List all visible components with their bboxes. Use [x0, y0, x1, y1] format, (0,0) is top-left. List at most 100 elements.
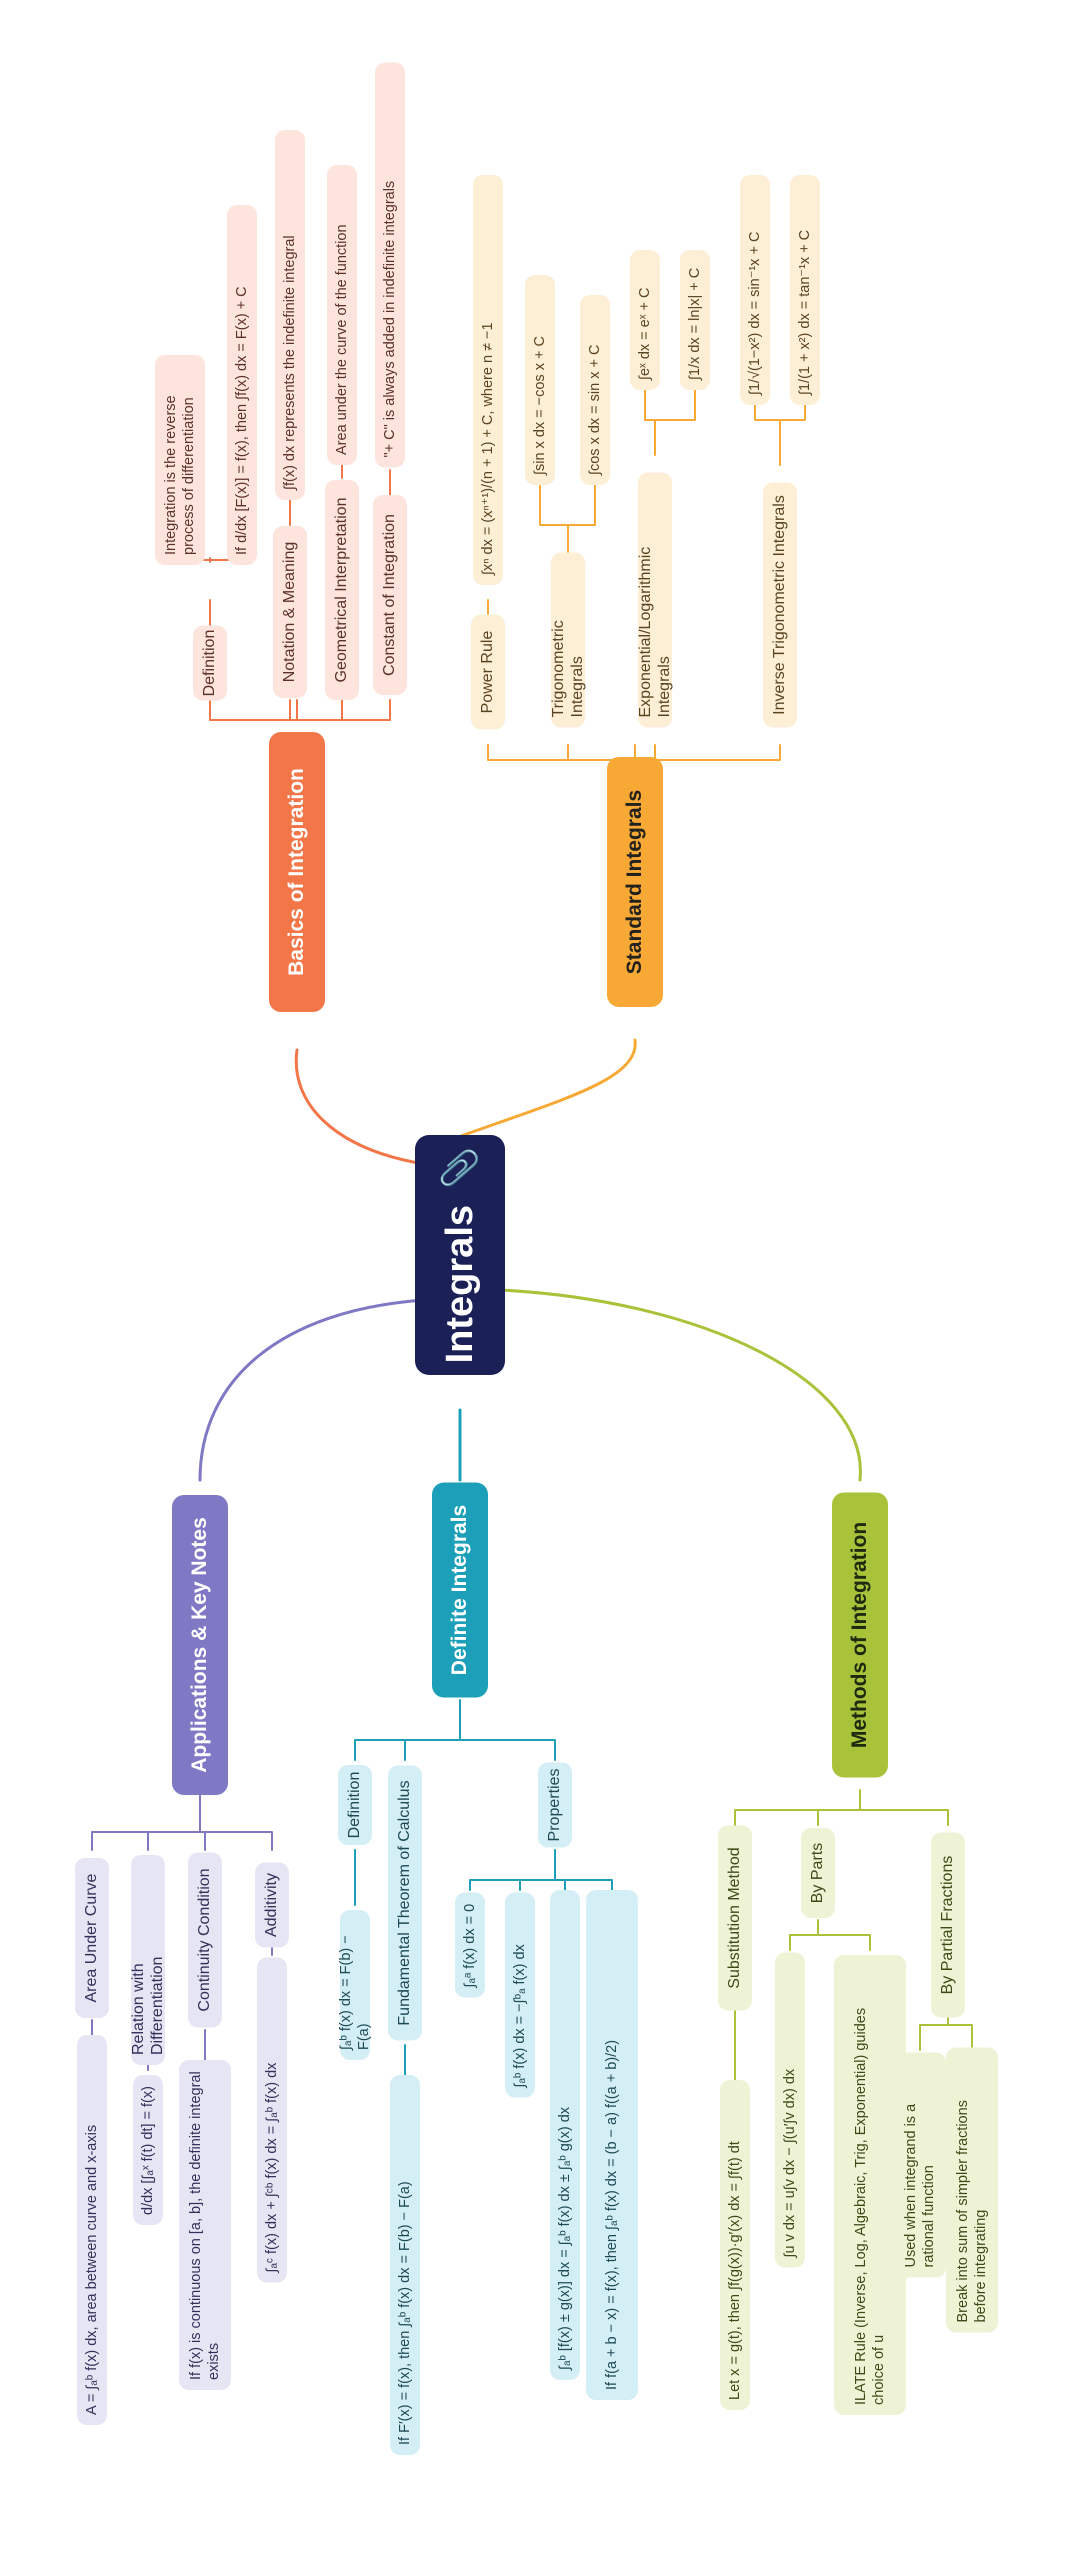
subtopic-label: Definition: [201, 629, 219, 697]
connector-central-standard: [448, 1038, 637, 1142]
central-topic[interactable]: Integrals 📎: [415, 1135, 505, 1375]
note-text: If f(a + b − x) = f(x), then ∫ₐᵇ f(x) dx…: [603, 2039, 620, 2390]
subtopic-label: Exponential/Logarithmic Integrals: [636, 546, 673, 718]
note-text: ∫cos x dx = sin x + C: [586, 344, 603, 476]
note-methods-partial-rational[interactable]: Used when integrand is a rational functi…: [894, 2052, 946, 2278]
note-text: ∫ₐᵃ f(x) dx = 0: [461, 1903, 478, 1988]
note-text: A = ∫ₐᵇ f(x) dx, area between curve and …: [83, 2124, 100, 2415]
note-text: If F′(x) = f(x), then ∫ₐᵇ f(x) dx = F(b)…: [396, 2181, 413, 2445]
note-apps-relation[interactable]: d/dx [∫ₐˣ f(t) dt] = f(x): [133, 2075, 163, 2225]
subtopic-label: Constant of Integration: [381, 514, 399, 676]
topic-methods-of-integration[interactable]: Methods of Integration: [832, 1492, 888, 1778]
note-text: Let x = g(t), then ∫f(g(x))·g′(x) dx = ∫…: [726, 2141, 743, 2400]
note-standard-arcsin[interactable]: ∫1/√(1−x²) dx = sin⁻¹x + C: [740, 175, 770, 405]
subtopic-methods-partial-fractions[interactable]: By Partial Fractions: [931, 1832, 965, 2018]
note-text: ∫f(x) dx represents the indefinite integ…: [281, 235, 298, 490]
topic-label: Applications & Key Notes: [188, 1517, 211, 1773]
subtopic-label: Fundamental Theorem of Calculus: [396, 1780, 414, 2026]
subtopic-basics-constant[interactable]: Constant of Integration: [373, 495, 407, 695]
subtopic-label: Notation & Meaning: [281, 541, 299, 683]
note-apps-additivity[interactable]: ∫ₐᶜ f(x) dx + ∫ᶜᵇ f(x) dx = ∫ₐᵇ f(x) dx: [257, 1957, 287, 2283]
subtopic-apps-relation[interactable]: Relation with Differentiation: [130, 1855, 166, 2065]
subtopic-basics-definition[interactable]: Definition: [193, 625, 227, 701]
subtopic-label: Inverse Trigonometric Integrals: [771, 495, 789, 715]
topic-applications-key-notes[interactable]: Applications & Key Notes: [172, 1495, 228, 1795]
note-text: ∫1/√(1−x²) dx = sin⁻¹x + C: [746, 231, 763, 395]
subtopic-standard-power-rule[interactable]: Power Rule: [471, 614, 505, 730]
note-apps-area[interactable]: A = ∫ₐᵇ f(x) dx, area between curve and …: [77, 2035, 107, 2425]
note-text: Area under the curve of the function: [333, 224, 350, 455]
note-text: ∫1/(1 + x²) dx = tan⁻¹x + C: [796, 229, 813, 395]
connector-central-basics: [294, 1048, 432, 1167]
subtopic-defint-ftc[interactable]: Fundamental Theorem of Calculus: [388, 1765, 422, 2041]
topic-standard-integrals[interactable]: Standard Integrals: [607, 757, 663, 1007]
subtopic-label: Power Rule: [479, 630, 497, 714]
note-defint-property-symmetry[interactable]: If f(a + b − x) = f(x), then ∫ₐᵇ f(x) dx…: [586, 1890, 638, 2400]
note-standard-log[interactable]: ∫1/x dx = ln|x| + C: [680, 250, 710, 390]
subtopic-apps-continuity[interactable]: Continuity Condition: [188, 1852, 222, 2028]
subtopic-label: Area Under Curve: [83, 1873, 101, 2003]
topic-basics-of-integration[interactable]: Basics of Integration: [269, 732, 325, 1012]
note-methods-by-parts-formula[interactable]: ∫u v dx = u∫v dx − ∫(u′∫v dx) dx: [775, 1952, 805, 2268]
subtopic-standard-inverse-trig[interactable]: Inverse Trigonometric Integrals: [763, 482, 797, 728]
note-standard-power-rule[interactable]: ∫xⁿ dx = (xⁿ⁺¹)/(n + 1) + C, where n ≠ −…: [473, 175, 503, 585]
note-text: "+ C" is always added in indefinite inte…: [381, 180, 398, 458]
note-text: ∫ₐᵇ [f(x) ± g(x)] dx = ∫ₐᵇ f(x) dx ± ∫ₐᵇ…: [556, 2106, 573, 2370]
subtopic-basics-geometric[interactable]: Geometrical Interpretation: [325, 480, 359, 700]
connectors-methods: [734, 1789, 973, 2081]
note-text: ∫u v dx = u∫v dx − ∫(u′∫v dx) dx: [781, 2068, 798, 2258]
note-text: ∫1/x dx = ln|x| + C: [686, 267, 703, 380]
subtopic-label: By Partial Fractions: [939, 1855, 957, 1995]
note-defint-definition[interactable]: ∫ₐᵇ f(x) dx = F(b) − F(a): [337, 1910, 372, 2060]
note-basics-definition-reverse[interactable]: Integration is the reverse process of di…: [155, 355, 205, 565]
note-text: Integration is the reverse process of di…: [162, 395, 197, 555]
subtopic-methods-by-parts[interactable]: By Parts: [801, 1828, 835, 1918]
note-basics-definition-formula[interactable]: If d/dx [F(x)] = f(x), then ∫f(x) dx = F…: [227, 205, 257, 565]
note-text: ILATE Rule (Inverse, Log, Algebraic, Tri…: [852, 2007, 887, 2405]
subtopic-label: By Parts: [809, 1842, 827, 1904]
note-text: ∫eˣ dx = eˣ + C: [636, 287, 653, 380]
note-apps-continuity[interactable]: If f(x) is continuous on [a, b], the def…: [179, 2060, 231, 2390]
note-defint-property-zero[interactable]: ∫ₐᵃ f(x) dx = 0: [455, 1892, 485, 1998]
connector-central-methods: [498, 1288, 862, 1482]
note-basics-notation[interactable]: ∫f(x) dx represents the indefinite integ…: [275, 130, 305, 500]
subtopic-defint-definition[interactable]: Definition: [338, 1765, 372, 1845]
note-defint-property-reverse[interactable]: ∫ₐᵇ f(x) dx = −∫ᵇₐ f(x) dx: [505, 1892, 535, 2098]
subtopic-label: Geometrical Interpretation: [333, 497, 351, 683]
note-basics-constant[interactable]: "+ C" is always added in indefinite inte…: [375, 62, 405, 468]
connector-central-apps: [198, 1298, 427, 1482]
topic-label: Methods of Integration: [848, 1521, 871, 1749]
topic-label: Basics of Integration: [285, 768, 308, 976]
note-standard-exp[interactable]: ∫eˣ dx = eˣ + C: [630, 250, 660, 390]
note-standard-arctan[interactable]: ∫1/(1 + x²) dx = tan⁻¹x + C: [790, 175, 820, 405]
subtopic-label: Properties: [546, 1768, 564, 1842]
subtopic-standard-trigonometric[interactable]: Trigonometric Integrals: [549, 552, 586, 728]
note-text: Break into sum of simpler fractions befo…: [954, 2100, 989, 2323]
note-methods-partial-break[interactable]: Break into sum of simpler fractions befo…: [946, 2047, 998, 2333]
note-text: If d/dx [F(x)] = f(x), then ∫f(x) dx = F…: [233, 286, 250, 555]
connectors-basics: [179, 464, 391, 721]
central-title: Integrals: [438, 1204, 481, 1364]
subtopic-label: Substitution Method: [726, 1847, 744, 1989]
subtopic-standard-exp-log[interactable]: Exponential/Logarithmic Integrals: [636, 472, 673, 728]
note-defint-ftc[interactable]: If F′(x) = f(x), then ∫ₐᵇ f(x) dx = F(b)…: [390, 2075, 420, 2455]
subtopic-label: Additivity: [263, 1872, 281, 1938]
note-text: ∫ₐᵇ f(x) dx = −∫ᵇₐ f(x) dx: [511, 1944, 528, 2088]
note-defint-property-sum[interactable]: ∫ₐᵇ [f(x) ± g(x)] dx = ∫ₐᵇ f(x) dx ± ∫ₐᵇ…: [550, 1890, 580, 2380]
topic-definite-integrals[interactable]: Definite Integrals: [432, 1482, 488, 1698]
note-text: ∫ₐᶜ f(x) dx + ∫ᶜᵇ f(x) dx = ∫ₐᵇ f(x) dx: [263, 2062, 280, 2273]
subtopic-apps-additivity[interactable]: Additivity: [255, 1862, 289, 1948]
subtopic-label: Trigonometric Integrals: [549, 620, 586, 718]
subtopic-basics-notation[interactable]: Notation & Meaning: [273, 526, 307, 698]
paperclip-icon: 📎: [441, 1146, 479, 1189]
note-text: ∫ₐᵇ f(x) dx = F(b) − F(a): [337, 1935, 372, 2050]
note-text: ∫sin x dx = −cos x + C: [531, 336, 548, 475]
note-methods-substitution[interactable]: Let x = g(t), then ∫f(g(x))·g′(x) dx = ∫…: [720, 2080, 750, 2410]
subtopic-apps-area[interactable]: Area Under Curve: [75, 1858, 109, 2018]
note-basics-geometric[interactable]: Area under the curve of the function: [327, 165, 357, 465]
note-standard-sin[interactable]: ∫sin x dx = −cos x + C: [525, 275, 555, 485]
note-text: Used when integrand is a rational functi…: [902, 2103, 937, 2268]
note-standard-cos[interactable]: ∫cos x dx = sin x + C: [580, 295, 610, 485]
subtopic-defint-properties[interactable]: Properties: [538, 1762, 572, 1848]
subtopic-methods-substitution[interactable]: Substitution Method: [718, 1825, 752, 2011]
